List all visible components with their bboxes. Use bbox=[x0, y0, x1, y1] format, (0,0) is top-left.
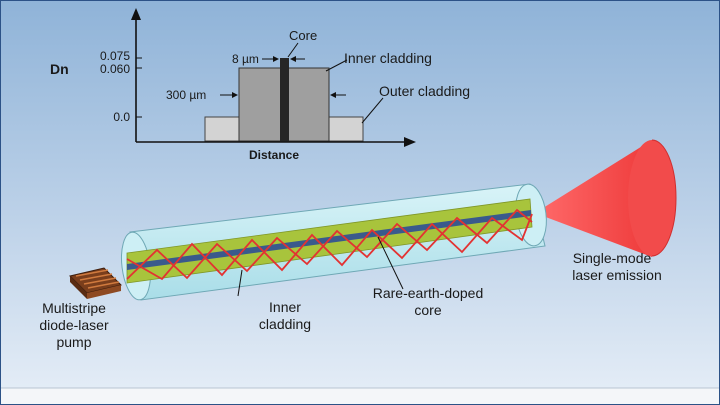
pump-label-line2: diode-laser bbox=[39, 317, 109, 333]
diode-laser-pump bbox=[69, 267, 122, 299]
y-tick-label-0060: 0.060 bbox=[100, 62, 130, 76]
inner-width-annotation: 300 µm bbox=[166, 88, 206, 102]
core-leader-line bbox=[287, 42, 299, 58]
pump-stripe-2 bbox=[79, 273, 113, 281]
pump-side bbox=[70, 276, 87, 299]
x-axis-arrow bbox=[404, 137, 416, 147]
pump-label-line3: pump bbox=[56, 334, 91, 350]
emission-cone-body bbox=[535, 140, 652, 257]
core-width-annotation: 8 µm bbox=[232, 52, 259, 66]
inner-width-arrowhead-right bbox=[330, 92, 336, 98]
emission-label-line2: laser emission bbox=[572, 267, 661, 283]
y-tick-label-00: 0.0 bbox=[113, 110, 130, 124]
y-tick-label-0075: 0.075 bbox=[100, 49, 130, 63]
y-axis-label: Dn bbox=[50, 61, 69, 77]
inner-width-arrowhead-left bbox=[232, 92, 238, 98]
inner-cladding-annotation: Inner cladding bbox=[344, 50, 432, 66]
outer-cladding-left-step bbox=[204, 116, 240, 142]
index-profile-graph: Dn Distance 0.075 0.060 0.0 Core 8 µm In… bbox=[50, 8, 470, 162]
bottom-bar bbox=[0, 388, 720, 405]
core-label-line1: Rare-earth-doped bbox=[373, 285, 484, 301]
fiber-3d bbox=[120, 183, 547, 301]
emission-cone-edge bbox=[651, 139, 677, 257]
outer-cladding-annotation: Outer cladding bbox=[379, 83, 470, 99]
core-step bbox=[280, 58, 289, 141]
pump-front bbox=[87, 285, 121, 299]
x-axis-label: Distance bbox=[249, 148, 299, 162]
core-annotation: Core bbox=[289, 28, 317, 43]
pump-label-line1: Multistripe bbox=[42, 300, 106, 316]
emission-label-line1: Single-mode bbox=[573, 250, 652, 266]
core-label-line2: core bbox=[414, 302, 441, 318]
pump-ray-b bbox=[126, 208, 533, 280]
fiber-inner-label-line2: cladding bbox=[259, 316, 311, 332]
fiber-inner-label-line1: Inner bbox=[269, 299, 301, 315]
inner-cladding-leader-line bbox=[325, 59, 348, 72]
outer-cladding-leader-line bbox=[361, 97, 384, 124]
doped-core-leader bbox=[377, 236, 404, 290]
outer-cladding-right-step bbox=[328, 116, 364, 142]
pump-stripe-1 bbox=[75, 269, 109, 277]
fiber-annotations: Multistripe diode-laser pump Inner cladd… bbox=[39, 236, 662, 350]
inner-cladding-leader bbox=[237, 269, 243, 297]
pump-stripe-4 bbox=[87, 281, 120, 289]
emission-cone-face bbox=[628, 140, 676, 256]
core-width-arrowhead-left bbox=[273, 56, 279, 62]
pump-ray-a bbox=[126, 213, 533, 281]
pump-stripe-3 bbox=[83, 277, 117, 285]
y-axis-arrow bbox=[131, 8, 141, 20]
core-width-arrowhead-right bbox=[290, 56, 296, 62]
emission-cone bbox=[535, 139, 677, 257]
